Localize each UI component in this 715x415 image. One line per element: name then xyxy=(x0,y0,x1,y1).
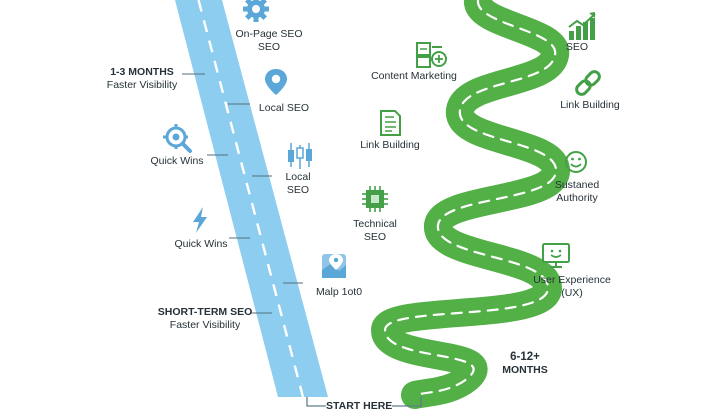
lightning-icon xyxy=(193,207,207,233)
label-malp-1ot0: Malp 1ot0 xyxy=(315,286,363,298)
label-quick-wins-top: Quick Wins xyxy=(150,155,204,167)
growth-chart-icon xyxy=(568,12,596,40)
short-term-road xyxy=(175,0,328,397)
label-local-seo-top: Local SEO xyxy=(258,102,310,114)
short-term-connectors xyxy=(182,73,303,314)
map-icon xyxy=(322,254,346,278)
label-on-page-seo: On-Page SEO SEO xyxy=(235,28,303,53)
label-1-3-months: 1-3 MONTHS Faster Visibility xyxy=(106,66,178,91)
label-technical-seo: Technical SEO xyxy=(353,218,397,243)
label-6-12-months: 6-12+ MONTHS xyxy=(502,351,548,376)
start-here-label: START HERE xyxy=(326,400,393,412)
label-link-building-left: Link Building xyxy=(360,139,420,151)
chain-link-icon xyxy=(575,70,601,96)
label-seo-top: SEO xyxy=(565,41,589,53)
long-term-road xyxy=(371,0,570,409)
long-term-road-dashes xyxy=(383,0,558,397)
label-quick-wins-bottom: Quick Wins xyxy=(174,238,228,250)
map-pin-icon xyxy=(265,69,287,95)
label-content-marketing: Content Marketing xyxy=(371,70,457,82)
gear-icon xyxy=(243,0,269,22)
start-bracket xyxy=(306,397,422,407)
label-short-term-seo: SHORT-TERM SEO Faster Visibility xyxy=(157,306,253,331)
chip-icon xyxy=(362,186,388,212)
smiley-icon xyxy=(565,151,587,173)
content-blocks-icon xyxy=(416,42,447,68)
short-term-road-dashes xyxy=(197,0,305,398)
label-link-building-right: Link Building xyxy=(560,99,620,111)
monitor-smile-icon xyxy=(542,243,570,268)
label-user-experience: User Experience (UX) xyxy=(533,274,611,299)
label-local-seo-mid: Local SEO xyxy=(285,171,311,196)
candlestick-chart-icon xyxy=(288,143,312,169)
magnifier-gear-icon xyxy=(163,124,192,153)
label-sustained-authority: Sustaned Authority xyxy=(554,179,600,204)
document-icon xyxy=(380,110,401,136)
